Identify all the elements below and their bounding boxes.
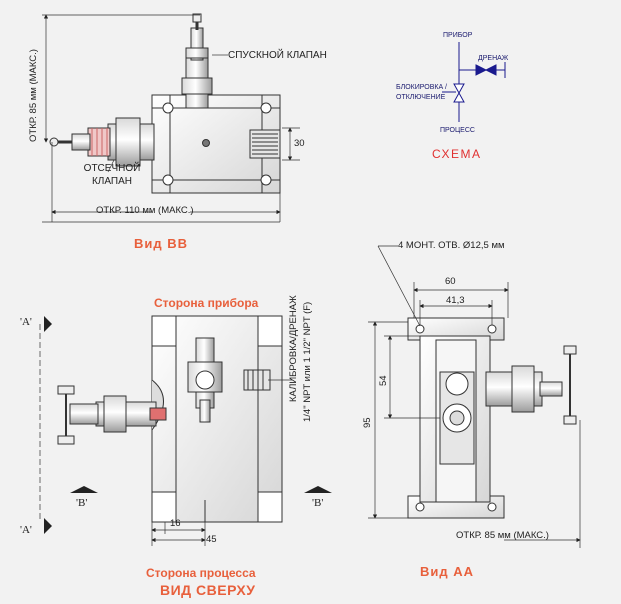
- dim-16: 16: [170, 518, 181, 529]
- dim-60: 60: [445, 276, 456, 287]
- drain-valve-label: СПУСКНОЙ КЛАПАН: [228, 50, 327, 61]
- view-bb-title: Вид ВВ: [134, 236, 189, 251]
- section-a-bottom: 'A': [20, 524, 32, 536]
- view-bb-drawing: [49, 13, 281, 194]
- view-aa-drawing: [407, 317, 577, 519]
- top-view-drawing: [57, 315, 283, 523]
- view-aa-title: Вид АА: [420, 564, 475, 579]
- block-valve-label-2: КЛАПАН: [91, 176, 133, 187]
- schema-process: ПРОЦЕСС: [440, 127, 475, 134]
- calib-label-1: КАЛИБРОВКА/ДРЕНАЖ: [288, 295, 299, 402]
- top-view-dimensions: [151, 379, 292, 546]
- top-view-title: ВИД СВЕРХУ: [160, 582, 256, 598]
- open-height-label: ОТКР. 85 мм (МАКС.): [28, 49, 39, 142]
- instrument-side-label: Сторона прибора: [154, 296, 259, 310]
- mount-holes-label: 4 МОНТ. ОТВ. Ø12,5 мм: [398, 240, 505, 251]
- schema-block-1: БЛОКИРОВКА /: [396, 84, 448, 91]
- dim-45: 45: [206, 534, 217, 545]
- aa-open-width-label: ОТКР. 85 мм (МАКС.): [456, 530, 549, 541]
- open-width-label: ОТКР. 110 мм (МАКС.): [96, 205, 194, 216]
- block-valve-label-1: ОТСЕЧНОЙ: [83, 163, 141, 174]
- section-a-top: 'A': [20, 316, 32, 328]
- view-bb-dimensions: [42, 14, 300, 223]
- schema-block-2: ОТКЛЮЧЕНИЕ: [396, 94, 446, 101]
- dim-54: 54: [378, 375, 389, 386]
- top-view-markers: [39, 316, 332, 534]
- dim-41-3: 41,3: [446, 295, 465, 306]
- view-aa-dimensions: [368, 245, 581, 548]
- schema-diagram: [442, 42, 506, 122]
- process-side-label: Сторона процесса: [146, 566, 256, 580]
- schema-drain: ДРЕНАЖ: [478, 55, 509, 62]
- schema-title: СХЕМА: [432, 147, 482, 161]
- schema-instrument: ПРИБОР: [443, 32, 473, 39]
- dim-95: 95: [362, 417, 373, 428]
- section-b-left: 'B': [76, 497, 88, 509]
- section-b-right: 'B': [312, 497, 324, 509]
- dim-30: 30: [294, 138, 305, 149]
- calib-label-2: 1/4" NPT или 1 1/2" NPT (F): [302, 301, 313, 422]
